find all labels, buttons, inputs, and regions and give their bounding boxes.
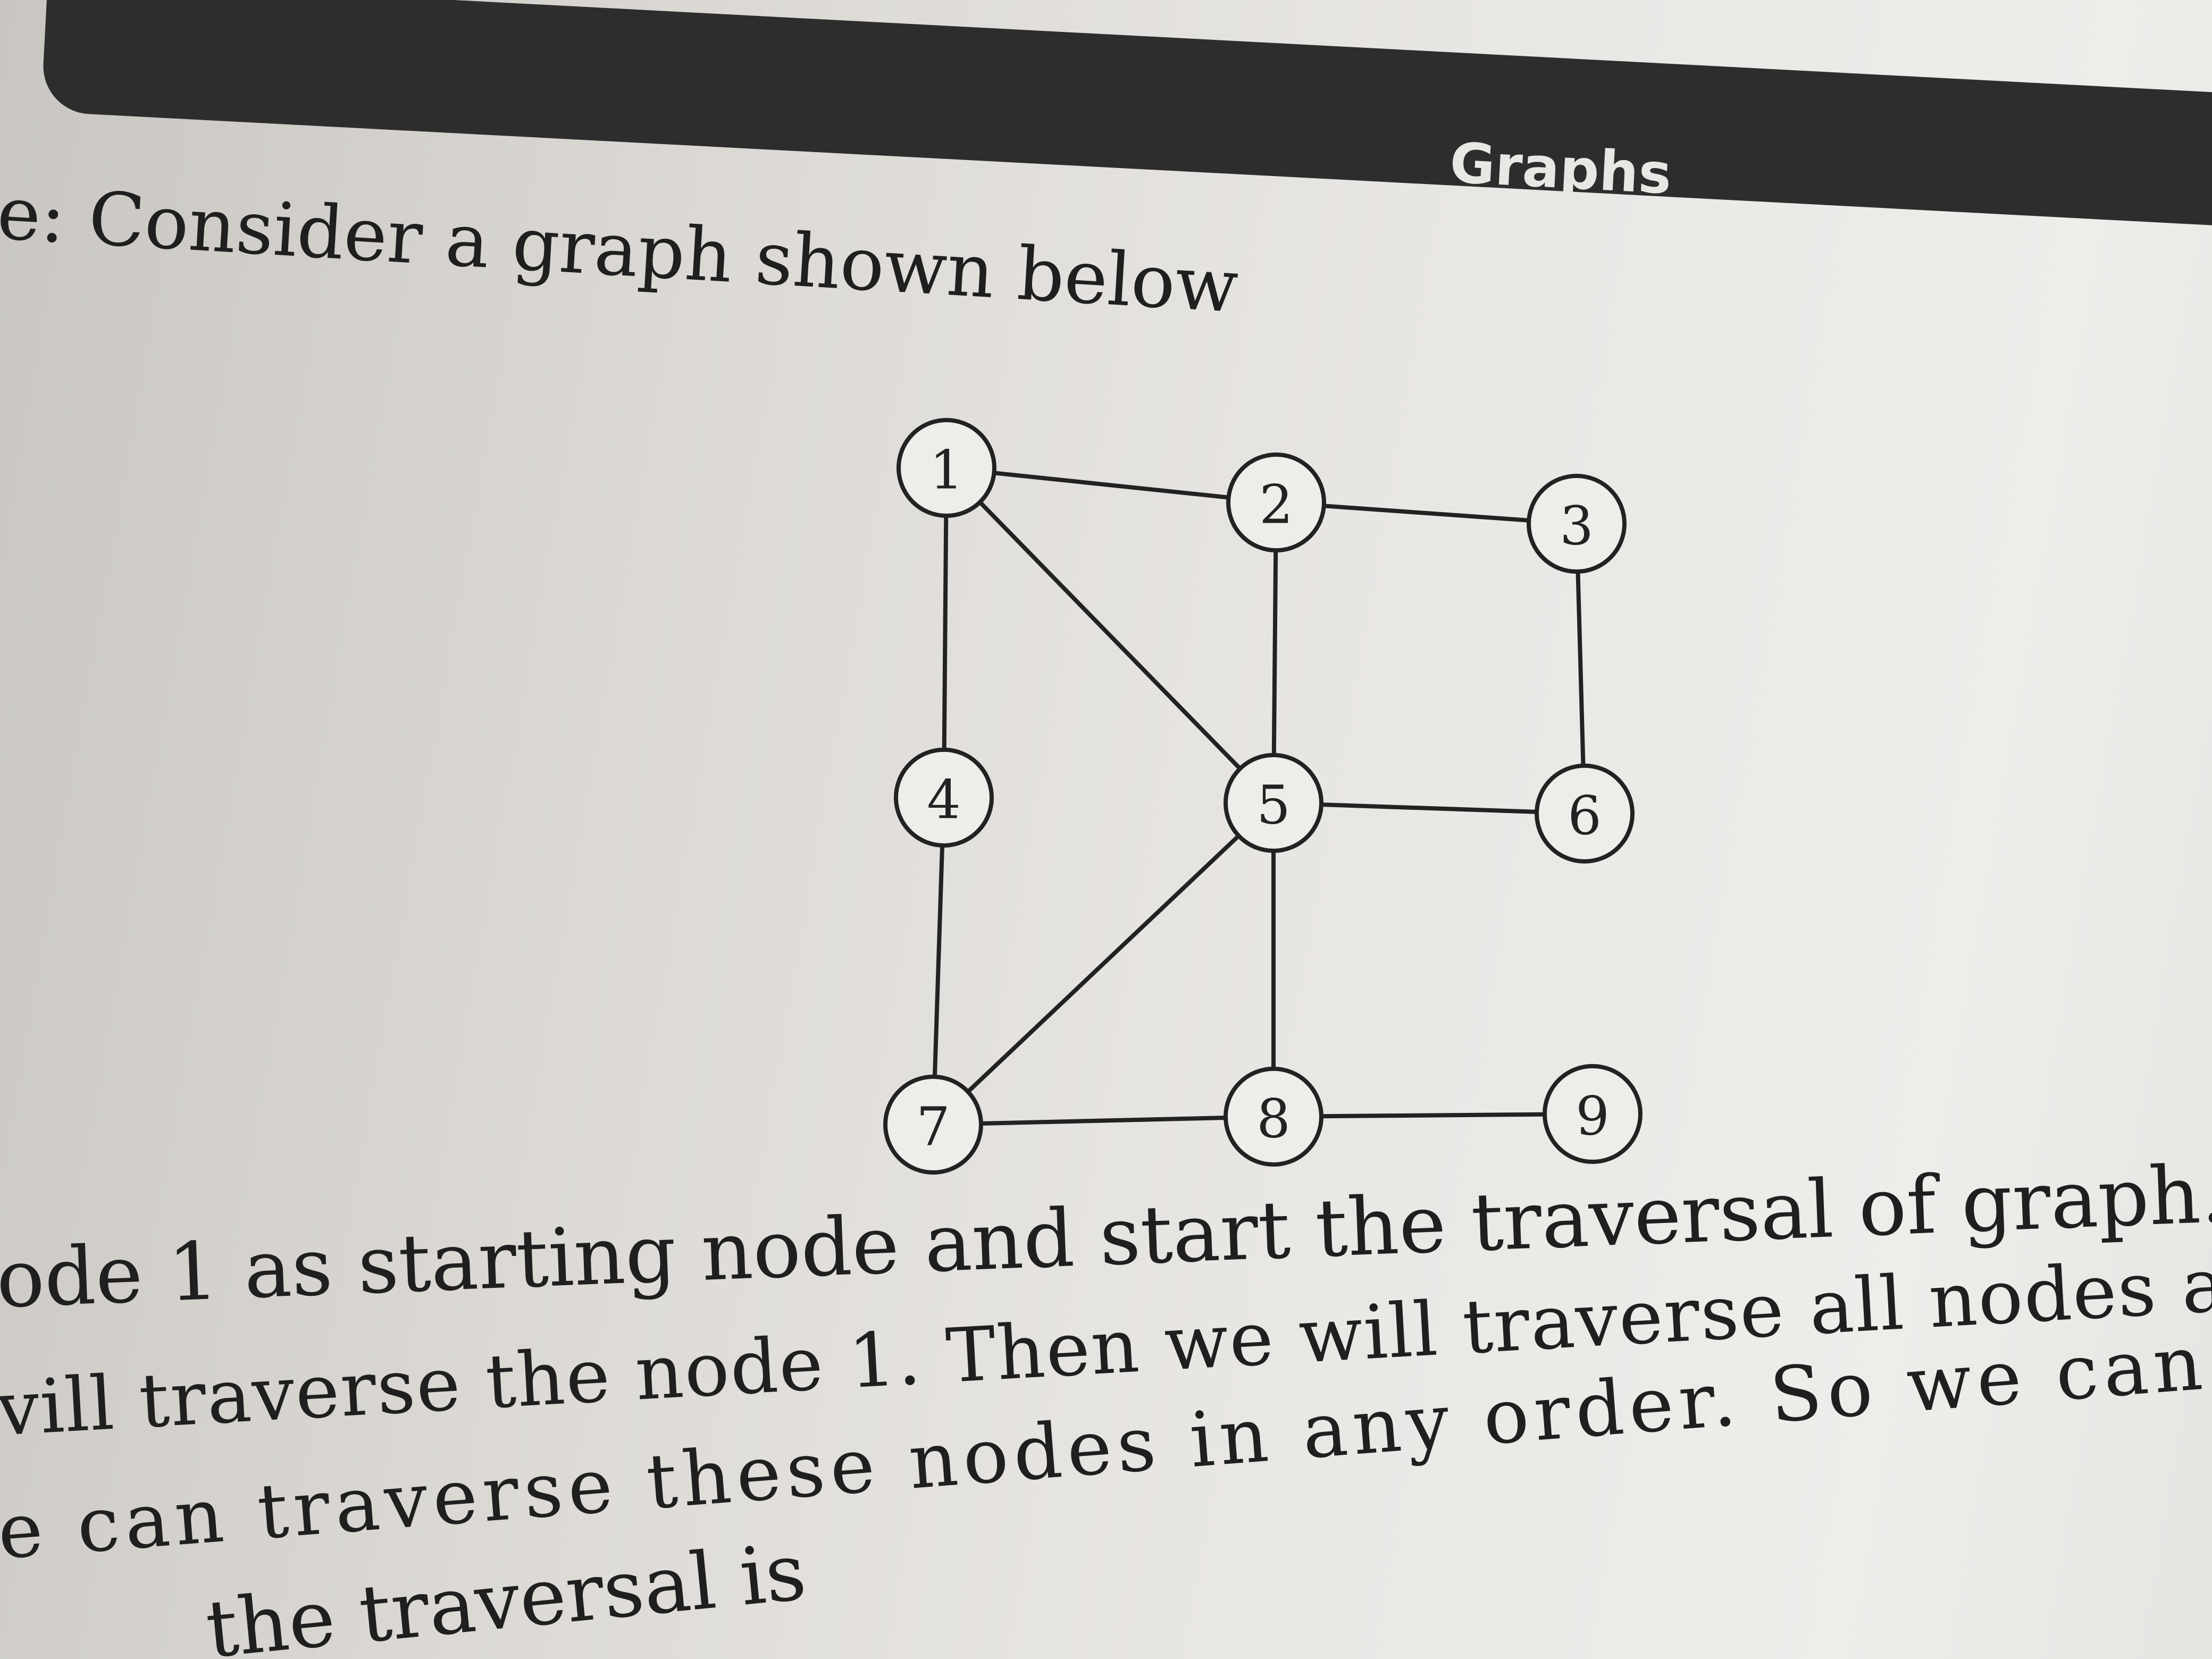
graph-node-circle bbox=[1224, 1067, 1323, 1167]
graph-node-label: 6 bbox=[1568, 785, 1602, 847]
graph-node-label: 2 bbox=[1259, 474, 1293, 536]
graph-node-circle bbox=[1527, 474, 1627, 574]
graph-edge-1-4 bbox=[942, 467, 949, 798]
graph-node-4: 4 bbox=[894, 748, 994, 848]
graph-node-3: 3 bbox=[1527, 474, 1627, 574]
graph-node-6: 6 bbox=[1535, 764, 1635, 864]
graph-edge-7-8 bbox=[933, 1115, 1274, 1127]
graph-edge-1-5 bbox=[945, 466, 1275, 805]
graph-node-label: 7 bbox=[916, 1096, 950, 1158]
graph-node-8: 8 bbox=[1224, 1067, 1323, 1167]
graph-node-label: 1 bbox=[929, 439, 963, 501]
graph-node-circle bbox=[1226, 453, 1326, 552]
graph-node-label: 4 bbox=[927, 769, 961, 831]
graph-edge-2-3 bbox=[1276, 500, 1577, 526]
graph-node-5: 5 bbox=[1224, 753, 1323, 853]
graph-edge-5-7 bbox=[932, 801, 1275, 1126]
graph-edge-2-5 bbox=[1271, 502, 1278, 803]
graph-edge-8-9 bbox=[1273, 1112, 1593, 1119]
graph-node-7: 7 bbox=[883, 1075, 983, 1175]
graph-edge-4-7 bbox=[931, 797, 946, 1125]
graph-node-1: 1 bbox=[896, 418, 996, 518]
graph-node-circle bbox=[1543, 1064, 1643, 1164]
graph-node-9: 9 bbox=[1543, 1064, 1643, 1164]
graph-nodes: 1 2 3 4 5 6 7 8 9 bbox=[883, 418, 1643, 1175]
graph-edge-5-6 bbox=[1273, 801, 1585, 816]
graph-node-label: 3 bbox=[1560, 495, 1594, 557]
graph-node-label: 9 bbox=[1576, 1085, 1610, 1147]
graph-edge-1-2 bbox=[946, 466, 1277, 505]
graph-node-circle bbox=[896, 418, 996, 518]
graph-node-2: 2 bbox=[1226, 453, 1326, 552]
graph-node-label: 8 bbox=[1256, 1088, 1291, 1150]
graph-node-circle bbox=[1535, 764, 1635, 864]
graph-node-label: 5 bbox=[1256, 774, 1291, 836]
graph-node-circle bbox=[894, 748, 994, 848]
graph-node-circle bbox=[1224, 753, 1323, 853]
graph-node-circle bbox=[883, 1075, 983, 1175]
